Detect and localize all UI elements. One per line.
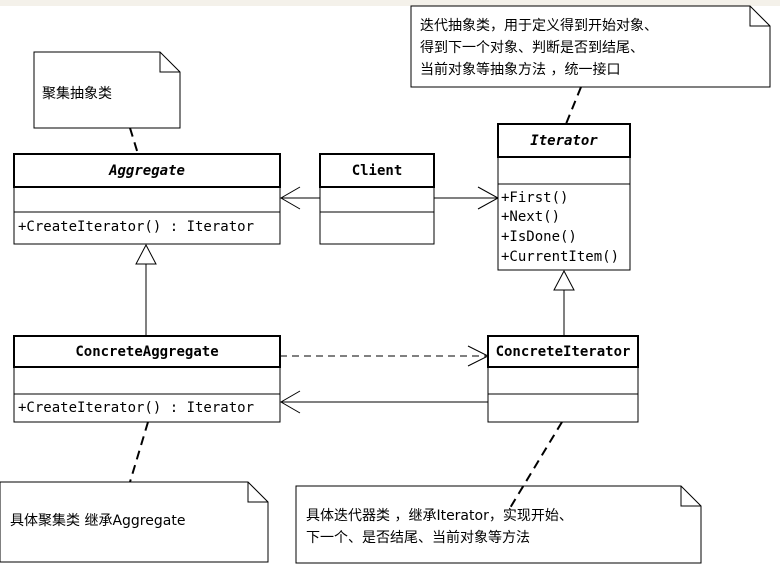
class-concrete-aggregate: ConcreteAggregate +CreateIterator() : It… bbox=[13, 335, 281, 423]
class-aggregate: Aggregate +CreateIterator() : Iterator bbox=[13, 153, 281, 245]
top-border bbox=[0, 0, 780, 6]
note-concrete-aggregate-line1: 具体聚集类 继承Aggregate bbox=[10, 512, 185, 529]
note-concrete-iterator-line2: 下一个、是否结尾、当前对象等方法 bbox=[306, 529, 530, 546]
class-concrete-aggregate-name: ConcreteAggregate bbox=[75, 344, 218, 360]
dependency-creates-iterator bbox=[280, 345, 490, 367]
class-iterator-op-first: +First() bbox=[501, 190, 568, 206]
note-aggregate: 聚集抽象类 bbox=[33, 51, 181, 129]
note-iterator-line2: 得到下一个对象、判断是否到结尾、 bbox=[420, 39, 644, 56]
class-concrete-iterator-name: ConcreteIterator bbox=[496, 344, 631, 360]
note-iterator-line1: 迭代抽象类，用于定义得到开始对象、 bbox=[420, 17, 658, 34]
assoc-client-aggregate bbox=[280, 186, 320, 210]
note-iterator: 迭代抽象类，用于定义得到开始对象、 得到下一个对象、判断是否到结尾、 当前对象等… bbox=[410, 5, 771, 88]
class-concrete-iterator: ConcreteIterator bbox=[487, 335, 639, 423]
class-aggregate-op: +CreateIterator() : Iterator bbox=[18, 219, 254, 235]
assoc-client-iterator bbox=[434, 186, 500, 210]
assoc-iterator-aggregate bbox=[280, 390, 488, 414]
note-concrete-iterator: 具体迭代器类 ，继承Iterator，实现开始、 下一个、是否结尾、当前对象等方… bbox=[295, 485, 702, 564]
class-iterator-op-currentitem: +CurrentItem() bbox=[501, 249, 619, 265]
anchor-concrete-iterator-note bbox=[509, 421, 563, 509]
anchor-iterator-note bbox=[565, 86, 582, 125]
note-concrete-iterator-line1: 具体迭代器类 ，继承Iterator，实现开始、 bbox=[306, 508, 573, 524]
note-aggregate-line1: 聚集抽象类 bbox=[42, 85, 112, 102]
class-iterator: Iterator +First() +Next() +IsDone() +Cur… bbox=[497, 123, 631, 271]
class-client-name: Client bbox=[352, 163, 403, 179]
anchor-aggregate-note bbox=[129, 127, 139, 155]
class-iterator-name: Iterator bbox=[530, 133, 598, 149]
note-concrete-aggregate: 具体聚集类 继承Aggregate bbox=[0, 481, 269, 563]
anchor-concrete-aggregate-note bbox=[129, 421, 149, 483]
class-concrete-aggregate-op: +CreateIterator() : Iterator bbox=[18, 400, 254, 416]
note-iterator-line3: 当前对象等抽象方法 ，统一接口 bbox=[420, 61, 620, 78]
class-iterator-op-next: +Next() bbox=[501, 209, 560, 225]
inherit-concrete-aggregate bbox=[135, 243, 157, 336]
inherit-concrete-iterator bbox=[553, 269, 575, 336]
class-client: Client bbox=[319, 153, 435, 245]
class-iterator-op-isdone: +IsDone() bbox=[501, 229, 577, 245]
class-aggregate-name: Aggregate bbox=[108, 163, 185, 179]
